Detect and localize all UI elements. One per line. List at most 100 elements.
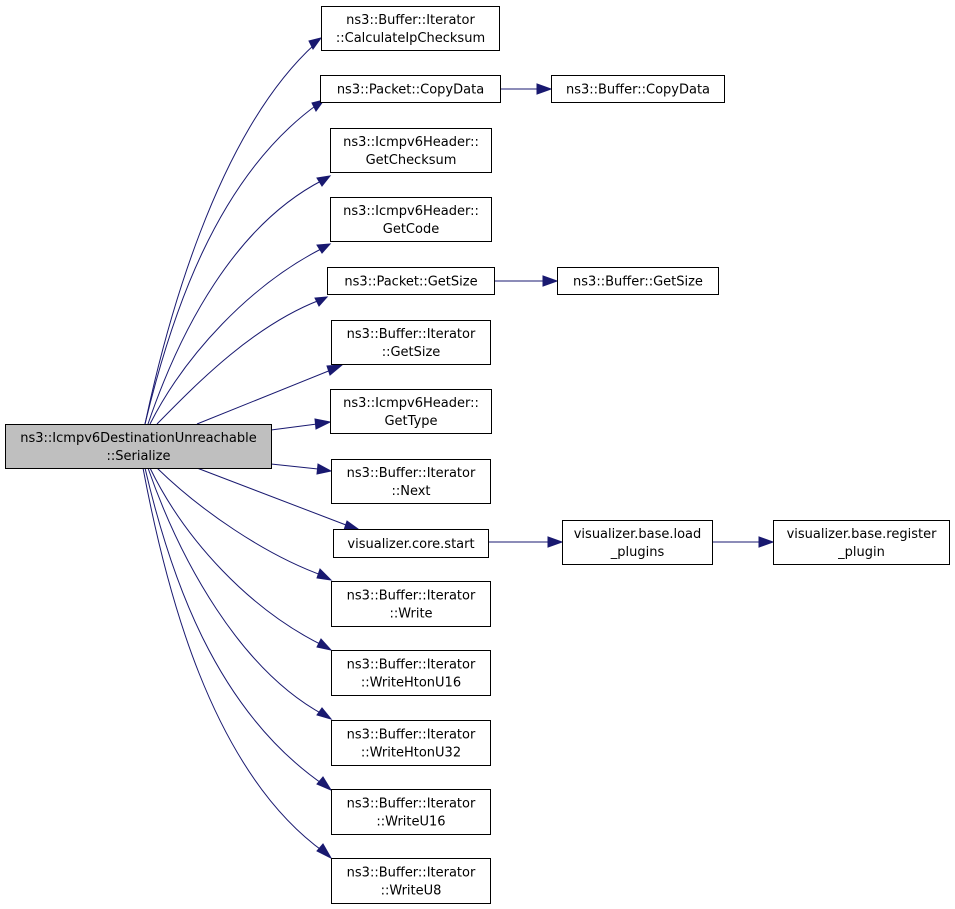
arrowhead: [536, 83, 553, 95]
edge-line: [149, 467, 325, 647]
node-write-htonu16[interactable]: ns3::Buffer::Iterator::WriteHtonU16: [331, 650, 491, 696]
node-box: [330, 128, 492, 173]
node-box: [321, 6, 500, 51]
edge-line: [144, 43, 316, 425]
node-write-u8[interactable]: ns3::Buffer::Iterator::WriteU8: [331, 858, 491, 904]
node-label-line: ns3::Buffer::Iterator: [346, 13, 475, 28]
node-calc-ip-checksum[interactable]: ns3::Buffer::Iterator::CalculateIpChecks…: [321, 6, 500, 51]
node-label-line: ns3::Buffer::Iterator: [347, 466, 476, 481]
node-write-u16[interactable]: ns3::Buffer::Iterator::WriteU16: [331, 789, 491, 835]
node-iterator-next[interactable]: ns3::Buffer::Iterator::Next: [331, 459, 491, 504]
node-box: [327, 267, 495, 295]
arrowhead: [314, 418, 332, 430]
node-label-line: ns3::Buffer::Iterator: [347, 797, 476, 812]
edge-line: [156, 299, 321, 425]
node-label-line: _plugin: [837, 545, 885, 560]
edge-root-to-write-u16: [144, 467, 333, 792]
edge-root-to-get-checksum: [147, 175, 332, 425]
node-buffer-copydata[interactable]: ns3::Buffer::CopyData: [551, 75, 725, 103]
edge-line: [156, 467, 325, 577]
edge-packet-getsize-to-buffer-getsize: [494, 275, 559, 287]
edge-line: [149, 247, 324, 425]
edge-root-to-calc-ip-checksum: [144, 37, 323, 425]
node-label-line: ns3::Buffer::Iterator: [347, 327, 476, 342]
node-box: [320, 75, 501, 103]
node-visualizer-start[interactable]: visualizer.core.start: [333, 529, 489, 558]
node-label-line: ns3::Buffer::GetSize: [573, 275, 703, 290]
node-label-line: visualizer.base.load: [574, 527, 702, 542]
arrowhead: [326, 364, 344, 376]
node-label-line: ::Next: [391, 484, 430, 499]
edge-line: [270, 463, 319, 470]
node-packet-copydata[interactable]: ns3::Packet::CopyData: [320, 75, 501, 103]
node-register-plugin[interactable]: visualizer.base.register_plugin: [773, 520, 950, 565]
node-iterator-write[interactable]: ns3::Buffer::Iterator::Write: [331, 581, 491, 627]
edge-visualizer-start-to-load-plugins: [488, 536, 564, 548]
edge-line: [196, 467, 347, 526]
node-box: [333, 529, 489, 558]
node-label-line: ::CalculateIpChecksum: [336, 31, 485, 46]
node-box: [557, 267, 719, 295]
edge-root-to-iterator-write: [156, 467, 333, 581]
edge-root-to-iterator-next: [270, 463, 333, 475]
node-label-line: ::WriteHtonU32: [361, 746, 461, 761]
edge-root-to-write-u8: [142, 467, 333, 860]
node-box: [330, 389, 492, 434]
arrowhead: [314, 296, 329, 307]
node-get-checksum[interactable]: ns3::Icmpv6Header::GetChecksum: [330, 128, 492, 173]
edge-root-to-iterator-getsize: [196, 364, 344, 425]
node-packet-getsize[interactable]: ns3::Packet::GetSize: [327, 267, 495, 295]
edge-line: [196, 369, 332, 425]
node-label-line: ::WriteU16: [376, 815, 445, 830]
node-label-line: ns3::Buffer::Iterator: [347, 589, 476, 604]
arrowhead: [316, 707, 333, 720]
arrowhead: [316, 638, 333, 651]
node-label-line: ns3::Icmpv6Header::: [343, 204, 479, 219]
node-box: [331, 459, 491, 504]
node-box: [562, 520, 713, 565]
arrowhead: [316, 843, 333, 860]
node-label-line: ::WriteHtonU16: [361, 676, 461, 691]
edge-root-to-write-htonu16: [149, 467, 333, 651]
edge-line: [144, 467, 325, 786]
node-label-line: ns3::Icmpv6Header::: [343, 135, 479, 150]
node-label-line: visualizer.core.start: [347, 537, 474, 552]
edge-line: [147, 467, 325, 716]
arrowhead: [308, 37, 323, 50]
node-box: [773, 520, 950, 565]
edge-root-to-get-code: [149, 243, 332, 425]
edge-line: [144, 103, 319, 425]
edge-root-to-write-htonu32: [147, 467, 333, 720]
node-box: [331, 650, 491, 696]
edge-load-plugins-to-register-plugin: [712, 536, 775, 548]
node-label-line: ::Serialize: [107, 449, 171, 464]
arrowhead: [758, 536, 775, 548]
edge-line: [270, 423, 318, 431]
node-label-line: ::Write: [389, 607, 432, 622]
edge-packet-copydata-to-buffer-copydata: [500, 83, 553, 95]
node-get-type[interactable]: ns3::Icmpv6Header::GetType: [330, 389, 492, 434]
arrowhead: [542, 275, 559, 287]
node-box: [331, 789, 491, 835]
node-write-htonu32[interactable]: ns3::Buffer::Iterator::WriteHtonU32: [331, 720, 491, 766]
node-label-line: ::GetSize: [382, 345, 441, 360]
node-root[interactable]: ns3::Icmpv6DestinationUnreachable::Seria…: [5, 424, 272, 469]
node-get-code[interactable]: ns3::Icmpv6Header::GetCode: [330, 197, 492, 242]
node-label-line: ns3::Buffer::CopyData: [566, 83, 710, 98]
node-label-line: GetType: [384, 414, 437, 429]
node-label-line: ns3::Icmpv6DestinationUnreachable: [20, 431, 257, 446]
node-load-plugins[interactable]: visualizer.base.load_plugins: [562, 520, 713, 565]
node-label-line: ns3::Buffer::Iterator: [347, 658, 476, 673]
node-box: [551, 75, 725, 103]
edge-root-to-get-type: [270, 418, 332, 431]
edge-root-to-packet-copydata: [144, 99, 326, 425]
node-label-line: ns3::Packet::GetSize: [344, 275, 477, 290]
node-box: [5, 424, 272, 469]
node-iterator-getsize[interactable]: ns3::Buffer::Iterator::GetSize: [331, 320, 491, 365]
node-buffer-getsize[interactable]: ns3::Buffer::GetSize: [557, 267, 719, 295]
arrowhead: [316, 463, 333, 475]
arrowhead: [316, 175, 332, 187]
edge-root-to-packet-getsize: [156, 296, 329, 425]
arrowhead: [343, 520, 360, 531]
